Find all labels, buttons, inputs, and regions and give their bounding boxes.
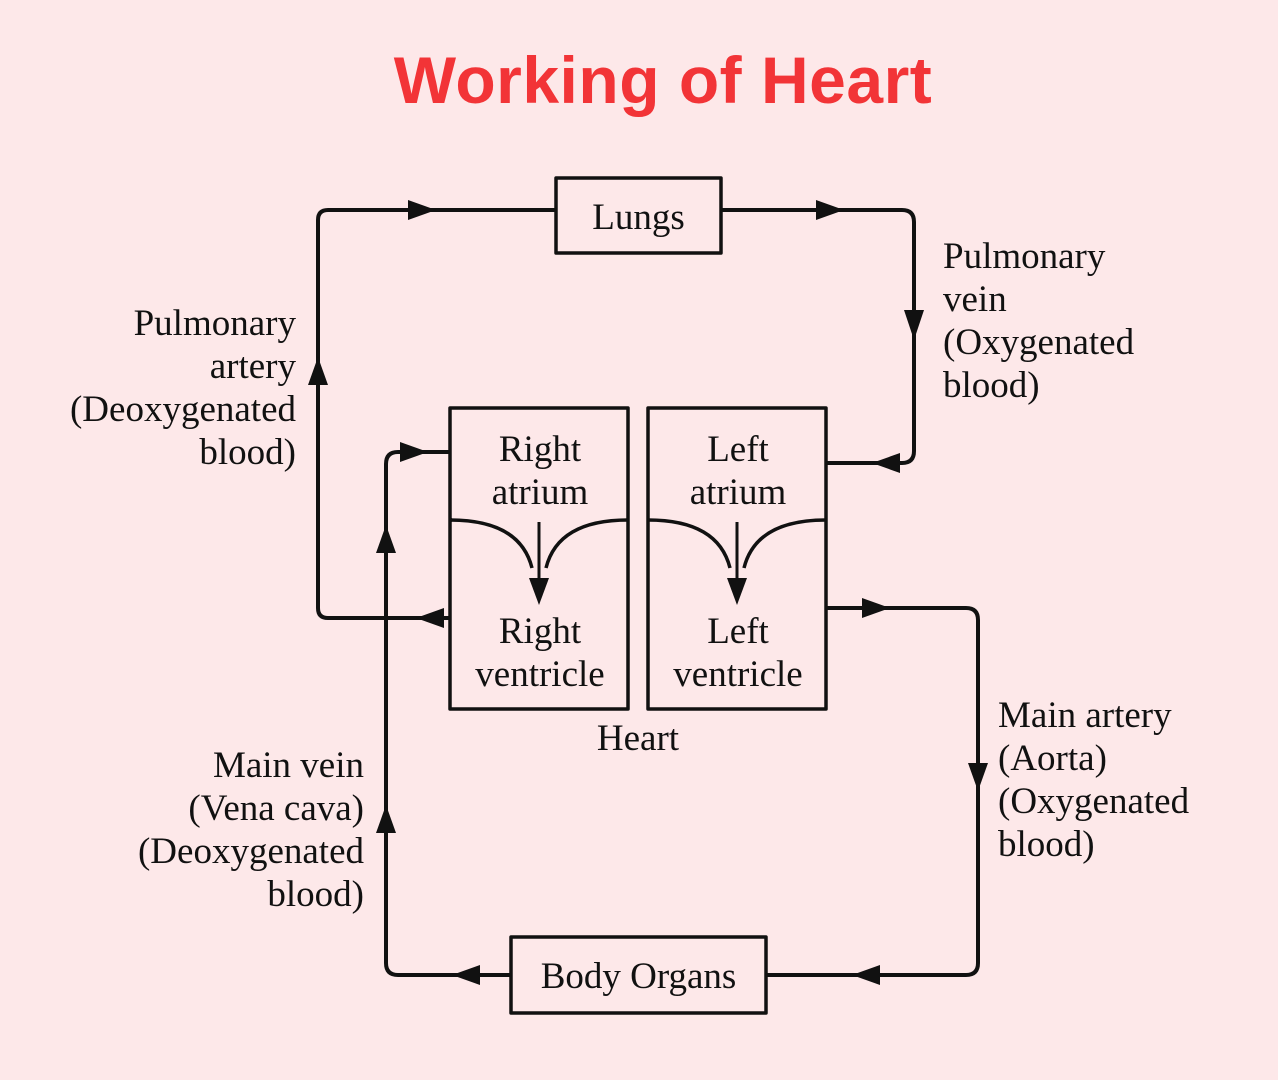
pulmonary-vein-label: Pulmonary vein (Oxygenated blood) — [943, 236, 1135, 406]
arrow-pulmonary-vein-down — [904, 310, 924, 340]
pulmonary-artery-line — [316, 208, 556, 620]
arrow-aorta-down — [968, 763, 988, 791]
heart-right-side-box — [448, 406, 630, 711]
aorta-line — [766, 606, 980, 977]
arrow-out-left-ventricle — [862, 598, 890, 618]
right-tricuspid-curve-left — [449, 518, 534, 569]
right-tricuspid-curve-right — [544, 518, 629, 569]
arrow-pulmonary-artery-up — [308, 357, 328, 385]
arrow-into-right-atrium — [400, 442, 428, 462]
heart-left-side-box — [646, 406, 828, 711]
left-atrium-label: Left atrium — [689, 429, 787, 513]
vena-cava-line — [384, 450, 511, 977]
arrow-vena-cava-up-lower — [376, 805, 396, 833]
arrow-out-body-organs — [452, 965, 480, 985]
diagram-title: Working of Heart — [393, 43, 933, 117]
arrow-vena-cava-up-upper — [376, 525, 396, 553]
arrow-to-lungs — [408, 200, 436, 220]
left-ventricle-label: Left ventricle — [673, 611, 803, 695]
left-mitral-curve-left — [647, 518, 732, 569]
arrow-right-atrium-to-ventricle — [529, 578, 549, 605]
right-atrium-label: Right atrium — [491, 429, 589, 513]
pulmonary-vein-line — [721, 208, 916, 465]
left-mitral-curve-right — [742, 518, 827, 569]
pulmonary-artery-label: Pulmonary artery (Deoxygenated blood) — [69, 303, 296, 473]
right-ventricle-label: Right ventricle — [475, 611, 605, 695]
arrow-from-lungs — [816, 200, 844, 220]
arrow-out-right-ventricle — [416, 608, 444, 628]
arrow-into-left-atrium — [872, 453, 900, 473]
lungs-box — [554, 176, 723, 255]
arrow-left-atrium-to-ventricle — [727, 578, 747, 605]
main-artery-label: Main artery (Aorta) (Oxygenated blood) — [998, 695, 1190, 865]
heart-label: Heart — [596, 718, 680, 759]
arrow-into-body-organs — [852, 965, 880, 985]
main-vein-label: Main vein (Vena cava) (Deoxygenated bloo… — [137, 745, 364, 915]
body-organs-label: Body Organs — [540, 956, 737, 997]
lungs-label: Lungs — [592, 197, 685, 238]
